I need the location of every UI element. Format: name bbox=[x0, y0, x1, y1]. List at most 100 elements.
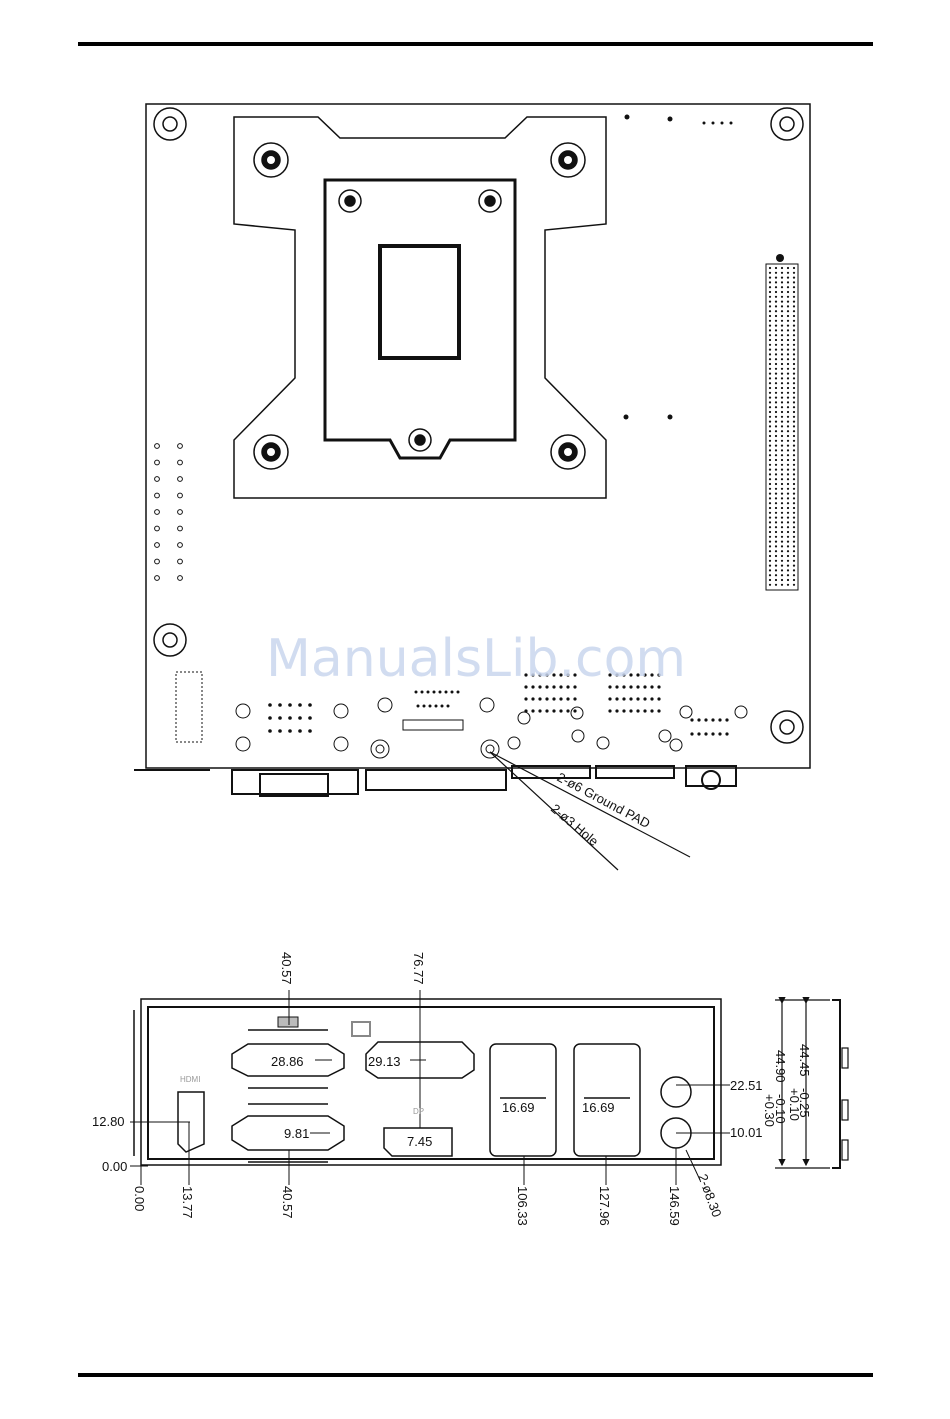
header-pin bbox=[793, 579, 795, 581]
dim-bottom-146-59: 146.59 bbox=[667, 1186, 682, 1226]
io-pad bbox=[573, 709, 576, 712]
header-pin bbox=[793, 464, 795, 466]
header-pin bbox=[775, 459, 777, 461]
header-pin bbox=[775, 425, 777, 427]
header-pin bbox=[775, 569, 777, 571]
header-pin bbox=[793, 368, 795, 370]
header-pin bbox=[781, 406, 783, 408]
header-pin bbox=[775, 440, 777, 442]
header-pin bbox=[769, 387, 771, 389]
io-pad bbox=[718, 732, 721, 735]
header-pin bbox=[793, 334, 795, 336]
dim-usb-right: 16.69 bbox=[582, 1100, 615, 1115]
header-pin bbox=[781, 435, 783, 437]
header-pin bbox=[775, 555, 777, 557]
header-pin bbox=[769, 382, 771, 384]
header-pin bbox=[787, 291, 789, 293]
header-pin bbox=[781, 353, 783, 355]
io-pad bbox=[636, 697, 639, 700]
io-pad bbox=[298, 703, 302, 707]
header-pin bbox=[769, 334, 771, 336]
header-pin bbox=[787, 440, 789, 442]
io-pad bbox=[573, 697, 576, 700]
header-pin bbox=[769, 301, 771, 303]
io-pad bbox=[697, 732, 700, 735]
header-pin bbox=[769, 363, 771, 365]
io-pad bbox=[524, 697, 527, 700]
io-pad bbox=[718, 718, 721, 721]
header-pin bbox=[775, 334, 777, 336]
header-pin bbox=[781, 310, 783, 312]
header-pin bbox=[781, 531, 783, 533]
header-pin bbox=[781, 560, 783, 562]
header-pin bbox=[793, 541, 795, 543]
header-pin bbox=[775, 387, 777, 389]
header-pin bbox=[775, 277, 777, 279]
header-pin bbox=[787, 550, 789, 552]
left-pin bbox=[178, 559, 183, 564]
header-pin bbox=[793, 339, 795, 341]
header-pin bbox=[787, 473, 789, 475]
header-pin bbox=[775, 401, 777, 403]
header-pin bbox=[793, 382, 795, 384]
header-pin bbox=[793, 344, 795, 346]
header-pin bbox=[781, 440, 783, 442]
header-pin bbox=[775, 416, 777, 418]
header-pin bbox=[775, 483, 777, 485]
header-pin bbox=[787, 507, 789, 509]
header-pin bbox=[793, 315, 795, 317]
header-pin bbox=[775, 550, 777, 552]
header-pin bbox=[769, 502, 771, 504]
header-pin bbox=[787, 421, 789, 423]
header-pin bbox=[775, 454, 777, 456]
header-pin bbox=[787, 387, 789, 389]
header-pin bbox=[769, 329, 771, 331]
left-pin bbox=[155, 526, 160, 531]
header-pin bbox=[781, 368, 783, 370]
header-pin bbox=[787, 339, 789, 341]
header-pin bbox=[787, 425, 789, 427]
header-pin bbox=[793, 459, 795, 461]
shield-side-view bbox=[775, 1000, 848, 1168]
header-pin bbox=[781, 493, 783, 495]
left-pin bbox=[155, 477, 160, 482]
header-pin bbox=[787, 353, 789, 355]
header-pin bbox=[793, 435, 795, 437]
header-pin bbox=[769, 425, 771, 427]
hdmi-label: HDMI bbox=[180, 1075, 200, 1084]
dim-top-76-77: 76.77 bbox=[411, 952, 426, 985]
header-pin bbox=[787, 310, 789, 312]
left-pin-columns bbox=[155, 444, 183, 581]
io-pad bbox=[288, 729, 292, 733]
header-pin bbox=[781, 454, 783, 456]
dim-audio-upper: 22.51 bbox=[730, 1078, 763, 1093]
io-pad bbox=[278, 716, 282, 720]
header-pin bbox=[769, 373, 771, 375]
header-pin bbox=[793, 445, 795, 447]
header-pin bbox=[775, 305, 777, 307]
header-pin bbox=[787, 320, 789, 322]
header-pin bbox=[787, 315, 789, 317]
header-pin bbox=[793, 512, 795, 514]
header-pin bbox=[775, 507, 777, 509]
header-pin bbox=[793, 449, 795, 451]
io-pad bbox=[725, 732, 728, 735]
header-pin bbox=[787, 349, 789, 351]
header-pin bbox=[781, 315, 783, 317]
io-pad bbox=[622, 709, 625, 712]
io-pad bbox=[657, 709, 660, 712]
io-pad bbox=[704, 732, 707, 735]
header-pin bbox=[793, 560, 795, 562]
header-pin bbox=[781, 363, 783, 365]
header-pin bbox=[781, 329, 783, 331]
header-pin bbox=[793, 406, 795, 408]
dim-dp-inner: 7.45 bbox=[407, 1134, 432, 1149]
header-pin bbox=[787, 502, 789, 504]
header-pin bbox=[769, 454, 771, 456]
header-pin bbox=[769, 579, 771, 581]
left-pin bbox=[155, 510, 160, 515]
header-pin bbox=[781, 483, 783, 485]
header-pin bbox=[775, 584, 777, 586]
header-pin bbox=[793, 377, 795, 379]
header-pin bbox=[781, 281, 783, 283]
